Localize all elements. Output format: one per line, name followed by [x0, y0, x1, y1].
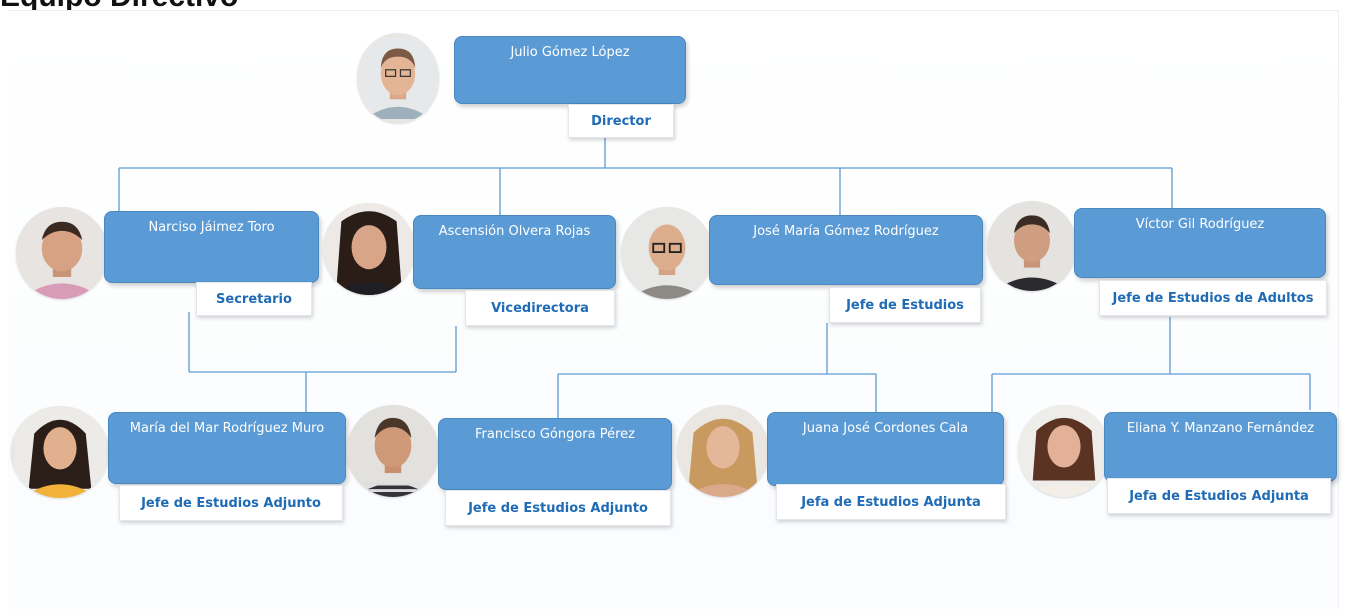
person-photo-icon — [357, 37, 439, 119]
member-role: Jefe de Estudios Adjunto — [141, 495, 321, 511]
name-box-eliana: Eliana Y. Manzano Fernández — [1104, 412, 1337, 482]
person-photo-icon — [987, 201, 1077, 291]
name-box-julio: Julio Gómez López — [454, 36, 686, 104]
member-role: Jefa de Estudios Adjunta — [1129, 488, 1309, 504]
member-name: Víctor Gil Rodríguez — [1135, 217, 1265, 232]
member-name: Francisco Góngora Pérez — [474, 427, 636, 442]
member-role: Vicedirectora — [491, 300, 589, 316]
member-name: Narciso Jáimez Toro — [148, 220, 275, 235]
name-box-narciso: Narciso Jáimez Toro — [104, 211, 319, 283]
member-name: María del Mar Rodríguez Muro — [129, 421, 325, 436]
member-name: Ascensión Olvera Rojas — [438, 224, 591, 239]
role-box-victor: Jefe de Estudios de Adultos — [1099, 280, 1327, 316]
avatar-narciso — [16, 207, 108, 299]
person-photo-icon — [677, 405, 769, 497]
name-box-francisco: Francisco Góngora Pérez — [438, 418, 672, 490]
avatar-francisco — [347, 405, 439, 497]
name-box-jose-maria: José María Gómez Rodríguez — [709, 215, 983, 285]
avatar-eliana — [1018, 405, 1110, 497]
role-box-francisco: Jefe de Estudios Adjunto — [445, 490, 671, 526]
member-name: Julio Gómez López — [510, 45, 630, 60]
role-box-jose-maria: Jefe de Estudios — [829, 287, 981, 323]
role-box-ascension: Vicedirectora — [465, 290, 615, 326]
avatar-victor — [987, 201, 1077, 291]
member-role: Jefe de Estudios Adjunto — [468, 500, 648, 516]
member-role: Director — [591, 113, 651, 129]
name-box-juana: Juana José Cordones Cala — [767, 412, 1004, 486]
person-photo-icon — [323, 203, 415, 295]
person-photo-icon — [621, 207, 713, 299]
member-role: Secretario — [216, 291, 292, 307]
name-box-ascension: Ascensión Olvera Rojas — [413, 215, 616, 289]
role-box-eliana: Jefa de Estudios Adjunta — [1107, 478, 1331, 514]
member-role: Jefe de Estudios — [846, 297, 964, 313]
member-role: Jefe de Estudios de Adultos — [1112, 290, 1314, 306]
name-box-maria-del-mar: María del Mar Rodríguez Muro — [108, 412, 346, 484]
avatar-ascension — [323, 203, 415, 295]
person-photo-icon — [16, 207, 108, 299]
member-name: Juana José Cordones Cala — [802, 421, 969, 436]
person-photo-icon — [14, 406, 106, 498]
member-name: José María Gómez Rodríguez — [753, 224, 939, 239]
avatar-maria-del-mar — [11, 406, 109, 498]
member-role: Jefa de Estudios Adjunta — [801, 494, 981, 510]
person-photo-icon — [1018, 405, 1110, 497]
role-box-maria-del-mar: Jefe de Estudios Adjunto — [119, 485, 343, 521]
avatar-julio — [357, 33, 439, 123]
avatar-juana — [677, 405, 769, 497]
member-name: Eliana Y. Manzano Fernández — [1126, 421, 1315, 436]
avatar-jose-maria — [621, 207, 713, 299]
role-box-juana: Jefa de Estudios Adjunta — [776, 484, 1006, 520]
person-photo-icon — [347, 405, 439, 497]
name-box-victor: Víctor Gil Rodríguez — [1074, 208, 1326, 278]
page-title: Equipo Directivo — [0, 0, 300, 12]
role-box-narciso: Secretario — [196, 282, 312, 316]
role-box-julio: Director — [568, 104, 674, 138]
